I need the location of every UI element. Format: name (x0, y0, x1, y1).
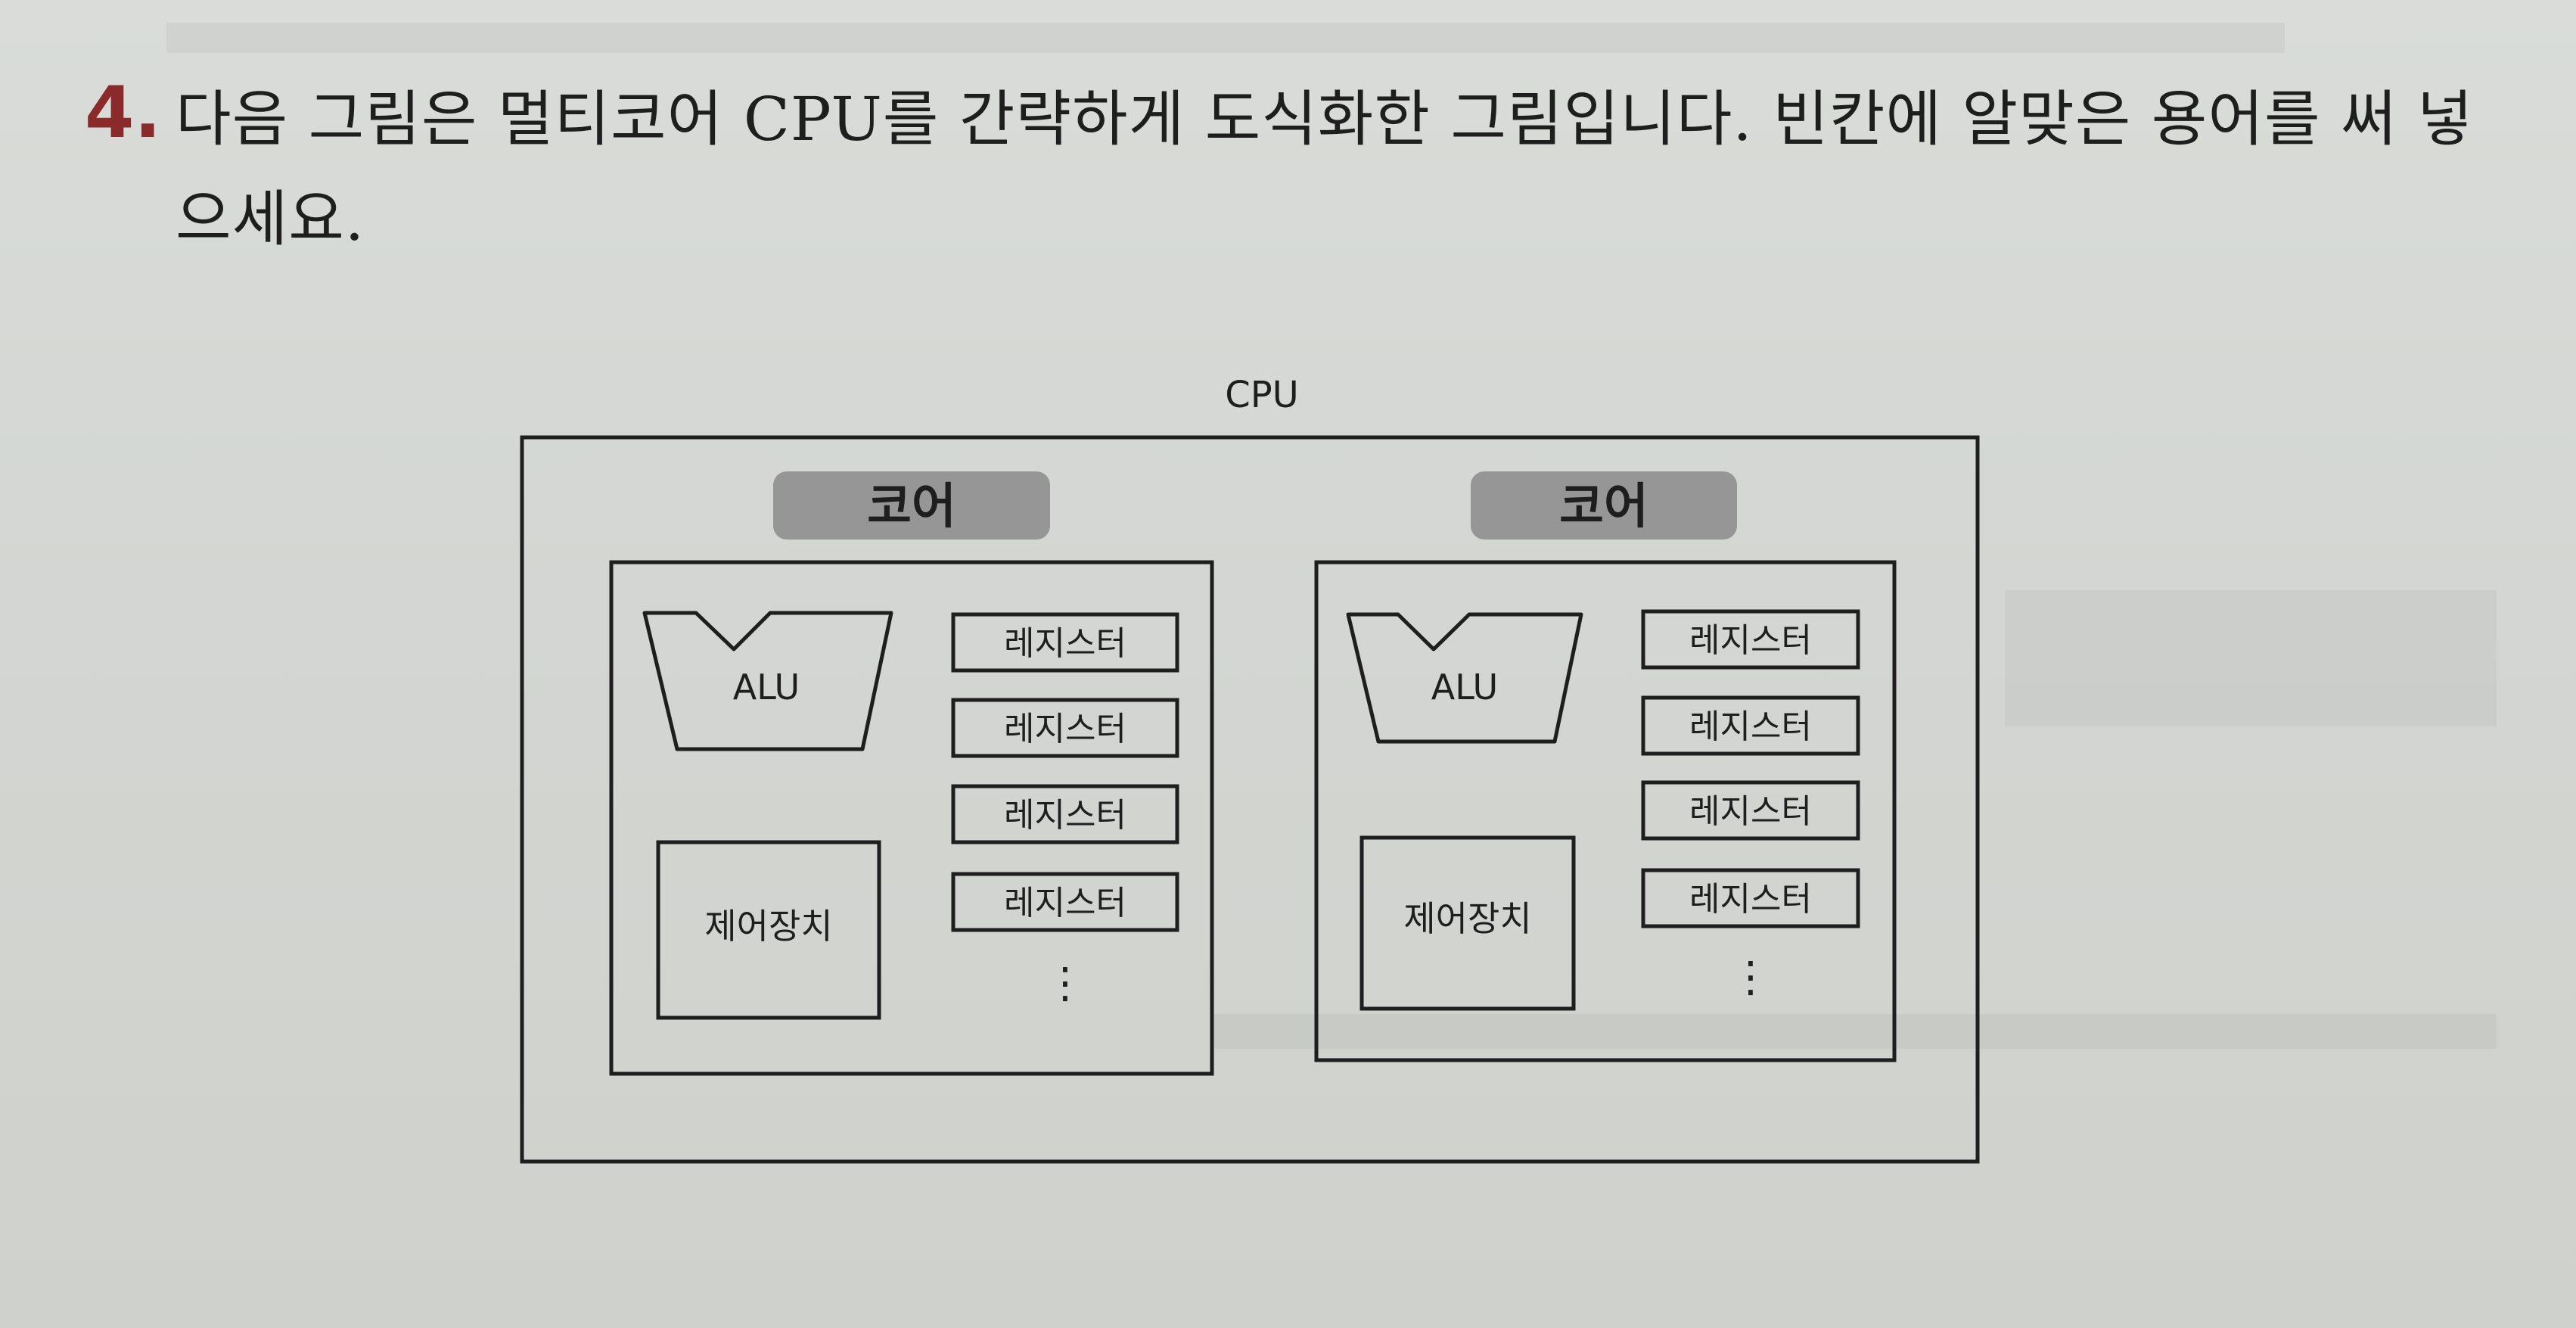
core-2-register-box (1641, 780, 1860, 841)
core-1-answer-blank (773, 471, 1050, 540)
core-1-control-unit-label: 제어장치 (704, 906, 832, 947)
show-through-shadow (2005, 590, 2497, 726)
core-1-register-box (951, 784, 1179, 844)
core-2-answer-blank (1471, 471, 1737, 540)
core-2-answer-handwriting: 코어 (1559, 479, 1648, 535)
core-1-register-box (951, 872, 1179, 932)
core-2-control-unit-box (1359, 835, 1576, 1011)
core-1-register-label: 레지스터 (1004, 796, 1126, 835)
core-2-register-box (1641, 695, 1860, 756)
core-1-control-unit-box (656, 840, 881, 1020)
show-through-shadow (1210, 1014, 2497, 1049)
cpu-label: CPU (1225, 374, 1299, 416)
core-2-more-registers: ⋮ (1729, 953, 1772, 1002)
cpu-box (520, 435, 1980, 1164)
core-1-register-label: 레지스터 (1004, 624, 1126, 663)
core-2-register-box (1641, 609, 1860, 670)
core-1-alu-label: ALU (733, 667, 800, 708)
core-2-register-label: 레지스터 (1689, 621, 1812, 660)
core-1-register-box (951, 698, 1179, 758)
core-2-register-box (1641, 868, 1860, 928)
core-1-register-label: 레지스터 (1004, 710, 1126, 748)
core-1-answer-handwriting: 코어 (867, 479, 956, 535)
core-2-alu-label: ALU (1431, 667, 1498, 708)
core-2-alu-shape (1346, 612, 1583, 744)
core-2-register-label: 레지스터 (1689, 708, 1812, 746)
core-2-control-unit-label: 제어장치 (1403, 898, 1531, 939)
question-number: 4. (85, 72, 162, 154)
core-1-register-label: 레지스터 (1004, 884, 1126, 922)
core-1-alu-shape (642, 611, 893, 751)
core-2-box (1314, 560, 1897, 1062)
core-2: 코어 ALU 제어장치 레지스터 레지스터 레지스터 레지스터 ⋮ (1314, 471, 1897, 1062)
core-1-box (609, 560, 1214, 1076)
question-text: 다음 그림은 멀티코어 CPU를 간략하게 도식화한 그림입니다. 빈칸에 알맞… (176, 84, 2474, 254)
show-through-shadow (166, 23, 2285, 53)
core-2-register-label: 레지스터 (1689, 792, 1812, 831)
core-1: 코어 ALU 제어장치 레지스터 레지스터 레지스터 레지스터 ⋮ (609, 471, 1214, 1076)
core-1-register-box (951, 612, 1179, 673)
core-2-register-label: 레지스터 (1689, 880, 1812, 919)
core-1-more-registers: ⋮ (1044, 959, 1086, 1008)
